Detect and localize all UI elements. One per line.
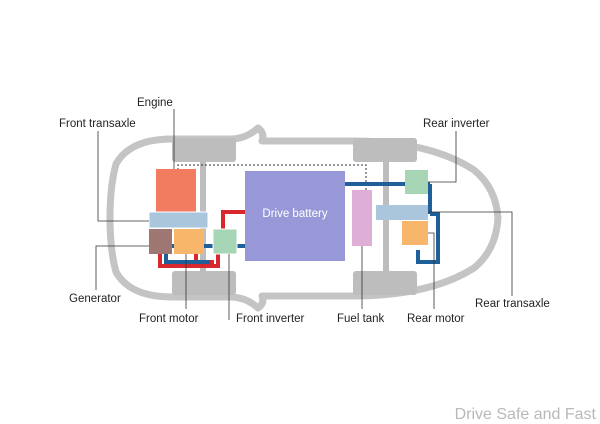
label-front-inverter: Front inverter — [236, 313, 305, 325]
wheel-front-top — [172, 138, 236, 162]
fuel-line-dotted — [177, 164, 367, 190]
label-rear-inverter: Rear inverter — [423, 118, 490, 130]
front-transaxle-block — [148, 211, 209, 229]
label-rear-transaxle: Rear transaxle — [475, 298, 550, 310]
fuel-tank-block — [352, 190, 372, 246]
engine-block — [156, 169, 196, 213]
label-generator: Generator — [69, 293, 121, 305]
front-motor-block — [174, 229, 204, 254]
label-fuel-tank: Fuel tank — [337, 313, 385, 325]
label-front-motor: Front motor — [139, 313, 199, 325]
label-rear-motor: Rear motor — [407, 313, 465, 325]
drive-battery-block — [245, 171, 345, 261]
front-inverter-block — [212, 228, 238, 255]
label-engine: Engine — [137, 97, 173, 109]
label-front-transaxle: Front transaxle — [59, 118, 136, 130]
rear-inverter-block — [405, 170, 428, 194]
label-drive-battery: Drive battery — [262, 208, 327, 220]
leader-rear-inverter — [428, 131, 457, 183]
wheel-rear-bottom — [353, 271, 417, 295]
leader-generator — [95, 245, 149, 290]
rear-transaxle-block — [376, 205, 428, 220]
leader-rear-motor — [428, 232, 435, 309]
rear-motor-block — [402, 221, 428, 245]
wheel-front-bottom — [172, 271, 236, 295]
leader-front-transaxle — [97, 131, 149, 222]
leader-rear-transaxle — [428, 211, 513, 296]
generator-block — [149, 229, 172, 254]
leader-lines — [95, 109, 513, 320]
wheel-rear-top — [353, 138, 417, 162]
watermark: Drive Safe and Fast — [455, 406, 597, 423]
